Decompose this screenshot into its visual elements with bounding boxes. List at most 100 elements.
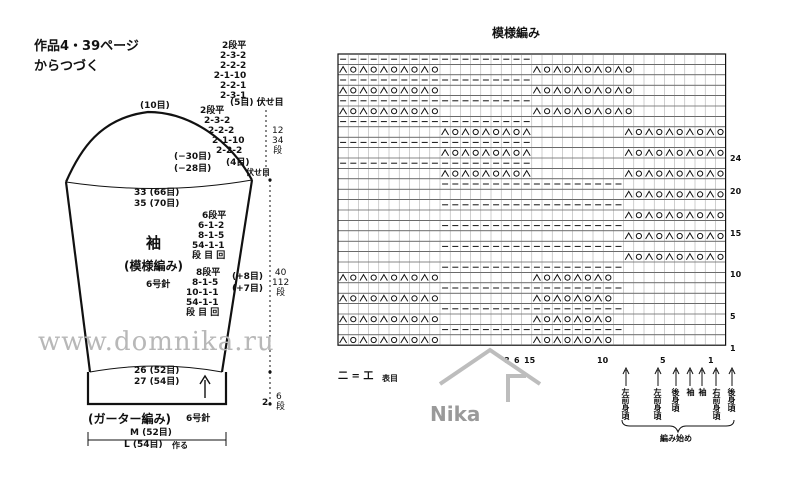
chart-yarnover-mark bbox=[452, 170, 459, 177]
chart-decrease-mark bbox=[645, 148, 654, 157]
chart-yarnover-mark bbox=[391, 274, 398, 281]
arrow-label-left-front-2: 左前身頃 bbox=[653, 388, 662, 420]
chart-decrease-mark bbox=[339, 273, 348, 281]
sleeve-increase-l: 8段平 8-1-5 10-1-1 54-1-1 段 目 回 bbox=[186, 268, 221, 318]
chart-decrease-mark bbox=[706, 232, 715, 240]
chart-yarnover-mark bbox=[676, 253, 683, 260]
chart-decrease-mark bbox=[624, 169, 633, 177]
chart-yarnover-mark bbox=[391, 108, 398, 115]
row-label-1: 1 bbox=[730, 344, 736, 353]
cuff-needle: 6号針 bbox=[186, 414, 211, 424]
chart-decrease-mark bbox=[706, 148, 715, 157]
chart-decrease-mark bbox=[339, 294, 348, 302]
chart-yarnover-mark bbox=[676, 149, 683, 156]
chart-yarnover-mark bbox=[411, 316, 418, 323]
chart-yarnover-mark bbox=[697, 149, 704, 156]
header-line1: 作品4・39ページ bbox=[34, 39, 139, 54]
sleeve-length-label: 40 112 段 bbox=[272, 268, 290, 298]
chart-yarnover-mark bbox=[544, 274, 551, 281]
sleeve-inc-l: (+7目) bbox=[232, 284, 264, 294]
chart-decrease-mark bbox=[573, 86, 582, 94]
chart-yarnover-mark bbox=[605, 316, 612, 323]
chart-decrease-mark bbox=[706, 128, 715, 136]
chart-yarnover-mark bbox=[370, 336, 377, 344]
chart-decrease-mark bbox=[665, 252, 674, 261]
chart-decrease-mark bbox=[441, 148, 450, 157]
chart-decrease-mark bbox=[594, 315, 603, 323]
chart-yarnover-mark bbox=[391, 66, 398, 73]
chart-yarnover-mark bbox=[564, 316, 571, 323]
chart-decrease-mark bbox=[553, 86, 562, 94]
chart-decrease-mark bbox=[594, 86, 603, 94]
chart-yarnover-mark bbox=[350, 274, 357, 281]
chart-decrease-mark bbox=[502, 128, 511, 136]
chart-decrease-mark bbox=[624, 252, 633, 261]
chart-decrease-mark bbox=[420, 273, 429, 281]
chart-decrease-mark bbox=[685, 190, 694, 198]
chart-decrease-mark bbox=[665, 148, 674, 157]
chart-yarnover-mark bbox=[605, 66, 612, 73]
chart-yarnover-mark bbox=[544, 295, 551, 302]
sleeve-dec-m: (−30目) bbox=[174, 152, 212, 162]
chart-yarnover-mark bbox=[605, 336, 612, 344]
chart-decrease-mark bbox=[379, 86, 388, 94]
sleeve-title: 袖 bbox=[146, 234, 162, 252]
nika-logo-arrow bbox=[438, 347, 542, 402]
chart-yarnover-mark bbox=[350, 295, 357, 302]
chart-decrease-mark bbox=[379, 65, 388, 73]
chart-yarnover-mark bbox=[513, 170, 520, 177]
sleeve-increase-m: 6段平 6-1-2 8-1-5 54-1-1 段 目 回 bbox=[192, 211, 227, 261]
chart-yarnover-mark bbox=[431, 295, 439, 302]
chart-yarnover-mark bbox=[513, 128, 520, 136]
chart-yarnover-mark bbox=[544, 336, 551, 344]
chart-yarnover-mark bbox=[370, 295, 377, 302]
chart-yarnover-mark bbox=[472, 149, 479, 156]
arrow-label-sleeve-2: 袖 bbox=[698, 388, 707, 396]
cuff-rows: 2 bbox=[262, 398, 269, 408]
chart-decrease-mark bbox=[645, 252, 654, 261]
chart-yarnover-mark bbox=[411, 295, 418, 302]
chart-yarnover-mark bbox=[605, 274, 612, 281]
chart-yarnover-mark bbox=[370, 316, 377, 323]
chart-decrease-mark bbox=[522, 128, 531, 136]
chart-decrease-mark bbox=[614, 86, 623, 94]
chart-yarnover-mark bbox=[584, 316, 591, 323]
chart-decrease-mark bbox=[594, 294, 603, 302]
chart-yarnover-mark bbox=[635, 128, 642, 136]
chart-decrease-mark bbox=[379, 273, 388, 281]
chart-yarnover-mark bbox=[431, 316, 439, 323]
chart-yarnover-mark bbox=[411, 336, 418, 344]
chart-yarnover-mark bbox=[391, 295, 398, 302]
chart-decrease-mark bbox=[665, 169, 674, 177]
start-arrows bbox=[621, 366, 736, 434]
chart-decrease-mark bbox=[532, 86, 541, 94]
chart-yarnover-mark bbox=[676, 191, 683, 198]
chart-yarnover-mark bbox=[697, 191, 704, 198]
chart-decrease-mark bbox=[573, 65, 582, 73]
chart-yarnover-mark bbox=[350, 316, 357, 323]
cast-on-label: 作る bbox=[172, 441, 188, 450]
chart-decrease-mark bbox=[420, 107, 429, 115]
chart-yarnover-mark bbox=[544, 316, 551, 323]
cap-bind-off: (5目) 伏せ目 bbox=[230, 98, 284, 108]
cap-bottom-shaping: 2段平 2-3-2 2-2-2 2-1-10 2-2-2 bbox=[200, 106, 245, 156]
chart-yarnover-mark bbox=[717, 149, 724, 156]
cap-bind-off2-label: 伏せ目 bbox=[246, 168, 270, 177]
chart-decrease-mark bbox=[645, 169, 654, 177]
chart-yarnover-mark bbox=[635, 191, 642, 198]
chart-decrease-mark bbox=[624, 148, 633, 157]
chart-yarnover-mark bbox=[697, 232, 704, 240]
row-label-24: 24 bbox=[730, 154, 742, 163]
chart-decrease-mark bbox=[645, 211, 654, 219]
chart-decrease-mark bbox=[359, 294, 368, 302]
chart-yarnover-mark bbox=[676, 170, 683, 177]
chart-decrease-mark bbox=[532, 315, 541, 323]
cast-on-l: L (54目) bbox=[124, 440, 163, 450]
chart-decrease-mark bbox=[420, 86, 429, 94]
chart-yarnover-mark bbox=[564, 274, 571, 281]
chart-yarnover-mark bbox=[431, 87, 439, 94]
chart-yarnover-mark bbox=[697, 253, 704, 260]
chart-yarnover-mark bbox=[697, 170, 704, 177]
col-label-5: 5 bbox=[660, 356, 666, 365]
chart-decrease-mark bbox=[400, 86, 409, 94]
